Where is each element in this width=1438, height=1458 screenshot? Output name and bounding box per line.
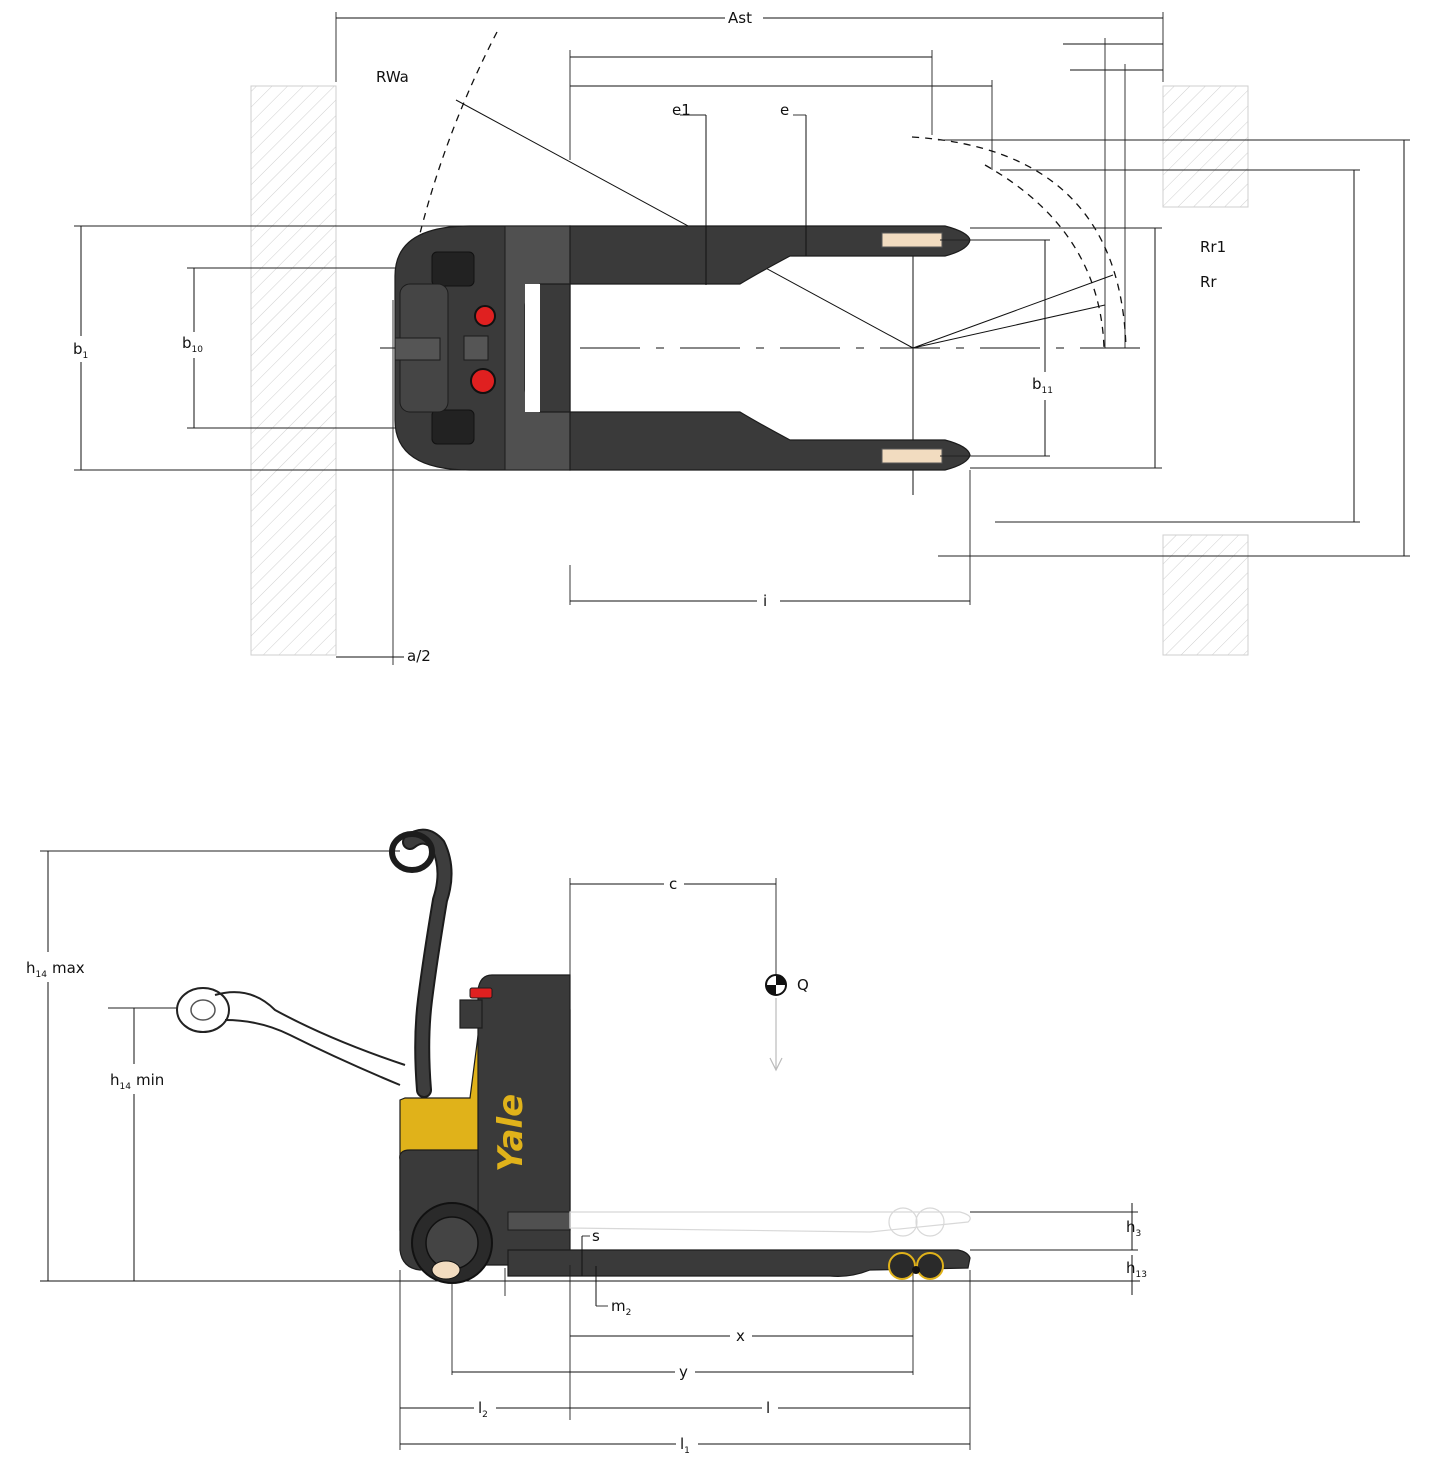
label-b1: b1 — [73, 340, 88, 361]
label-b11: b11 — [1032, 375, 1053, 396]
fork-roller-lower — [881, 448, 943, 464]
label-e1: e1 — [672, 101, 691, 119]
label-m2: m2 — [611, 1297, 631, 1318]
label-l: l — [766, 1399, 770, 1417]
label-l2: l2 — [478, 1399, 488, 1420]
drive-wheel-upper — [431, 251, 475, 287]
label-rr: Rr — [1200, 273, 1217, 291]
label-ast: Ast — [728, 9, 752, 27]
label-c: c — [669, 875, 677, 893]
label-e: e — [780, 101, 789, 119]
label-y: y — [679, 1363, 688, 1381]
label-q: Q — [797, 976, 809, 994]
yale-logo: Yale — [491, 1094, 531, 1172]
right-pallet-upper — [1162, 85, 1249, 208]
truck-top-view — [394, 225, 971, 471]
label-h13: h13 — [1126, 1259, 1147, 1280]
rr-arc — [984, 164, 1105, 349]
drive-wheel-lower — [431, 409, 475, 445]
label-a-half: a/2 — [407, 647, 431, 665]
top-view: Ast RWa Rr1 Rr — [70, 8, 1410, 665]
right-pallet-lower — [1162, 534, 1249, 656]
label-b10: b10 — [182, 334, 203, 355]
load-roller-icon — [888, 1252, 916, 1280]
tiller-lowered — [176, 987, 406, 1086]
left-aisle-wall — [250, 85, 337, 656]
label-s: s — [592, 1227, 600, 1245]
load-center-icon — [765, 974, 787, 1072]
red-button-small-icon — [474, 305, 496, 327]
label-i: i — [763, 592, 767, 610]
dim-ast: Ast — [335, 8, 1164, 82]
emergency-stop-icon — [470, 368, 496, 394]
tiller-upright — [389, 828, 453, 1098]
label-rwa: RWa — [376, 68, 409, 86]
label-h3: h3 — [1126, 1218, 1141, 1239]
label-x: x — [736, 1327, 745, 1345]
load-roller-2-icon — [916, 1252, 944, 1280]
truck-side-view: Yale — [399, 974, 971, 1296]
label-l1: l1 — [680, 1435, 690, 1456]
rr1-arc — [911, 136, 1127, 349]
fork-raised-ghost — [569, 1211, 971, 1233]
fork-roller-upper — [881, 232, 943, 248]
label-rr1: Rr1 — [1200, 238, 1226, 256]
